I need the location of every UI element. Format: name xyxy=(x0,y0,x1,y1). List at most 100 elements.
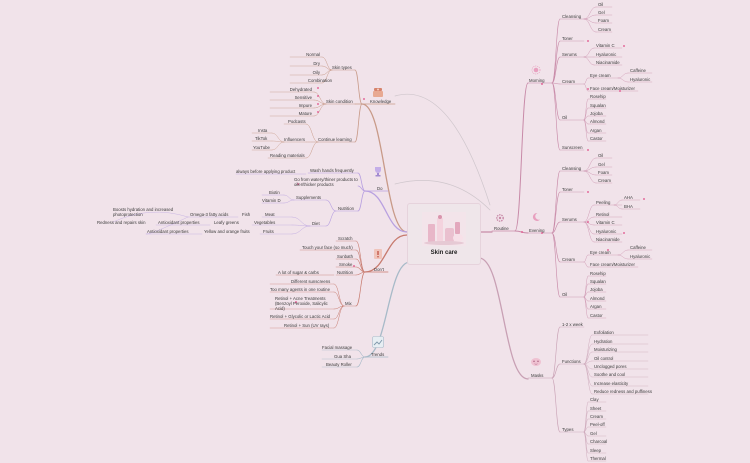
node-function-oil-control[interactable]: Oil control xyxy=(594,356,614,361)
node-evening-oil-castor[interactable]: Castor xyxy=(590,313,603,318)
node-skin-condition[interactable]: Skin condition xyxy=(326,99,353,104)
node-evening-face-cream[interactable]: Face cream/Moisturizer xyxy=(590,262,635,267)
node-diet-antioxidant-2[interactable]: Antioxidant properties xyxy=(147,229,189,234)
node-type-gel[interactable]: Gel xyxy=(590,431,597,436)
node-evening-retinol[interactable]: Retinol xyxy=(596,212,610,217)
node-morning-oil-argan[interactable]: Argan xyxy=(590,128,602,133)
node-diet-redness[interactable]: Redness and repairs skin xyxy=(97,220,146,225)
node-supplement-vitamin-d[interactable]: Vitamin D xyxy=(262,198,281,203)
node-evening-oil-jojoba[interactable]: Jojoba xyxy=(590,287,603,292)
node-diet-fish[interactable]: Fish xyxy=(242,212,251,217)
node-dont-mix[interactable]: Mix xyxy=(345,301,352,306)
node-type-sheet[interactable]: Sheet xyxy=(590,406,602,411)
node-evening-hyaluronic[interactable]: Hyaluronic xyxy=(596,229,617,234)
node-masks-functions[interactable]: Functions xyxy=(562,359,581,364)
node-type-peel-off[interactable]: Peel-off xyxy=(590,422,605,427)
node-influencer-insta[interactable]: Insta xyxy=(258,128,268,133)
node-morning-cleansing-foam[interactable]: Foam xyxy=(598,18,609,23)
node-morning-oil[interactable]: Oil xyxy=(562,115,568,120)
node-morning-toner[interactable]: Toner xyxy=(562,36,573,41)
node-do-nutrition[interactable]: Nutrition xyxy=(338,206,355,211)
node-morning-eye-cream[interactable]: Eye cream xyxy=(590,73,611,78)
node-diet-omega[interactable]: Omega-3 fatty acids xyxy=(190,212,229,217)
node-masks-types[interactable]: Types xyxy=(562,427,574,432)
node-morning-cleansing[interactable]: Cleansing xyxy=(562,14,582,19)
node-dont-sugar[interactable]: A lot of sugar & carbs xyxy=(278,270,319,275)
node-skin-type-normal[interactable]: Normal xyxy=(306,52,320,57)
node-morning-sunscreen[interactable]: Sunscreen xyxy=(562,145,583,150)
node-trends[interactable]: Trends xyxy=(371,352,385,357)
node-morning-face-cream[interactable]: Face cream/Moisturizer xyxy=(590,86,635,91)
node-continue-learning[interactable]: Continue learning xyxy=(318,137,352,142)
node-morning[interactable]: Morning xyxy=(529,78,545,83)
node-evening-eye-cream[interactable]: Eye cream xyxy=(590,250,611,255)
node-function-redness[interactable]: Reduce redness and puffiness xyxy=(594,389,652,394)
node-morning-cleansing-gel[interactable]: Gel xyxy=(598,10,605,15)
node-type-cream[interactable]: Cream xyxy=(590,414,603,419)
node-function-exfoliation[interactable]: Exfoliation xyxy=(594,330,614,335)
node-morning-oil-squalan[interactable]: Squalan xyxy=(590,103,606,108)
node-morning-oil-almond[interactable]: Almond xyxy=(590,119,605,124)
node-dont-nutrition[interactable]: Nutrition xyxy=(337,270,354,275)
node-masks-frequency[interactable]: 1-2 x week xyxy=(562,322,583,327)
node-influencer-youtube[interactable]: YouTube xyxy=(253,145,270,150)
node-dont-touch-face[interactable]: Touch your face (so much) xyxy=(302,245,353,250)
node-type-charcoal[interactable]: Charcoal xyxy=(590,439,608,444)
node-diet-meat[interactable]: Meat xyxy=(265,212,275,217)
node-skin-type-combination[interactable]: Combination xyxy=(307,78,332,83)
node-dont-scratch[interactable]: Scratch xyxy=(338,236,353,241)
node-skin-type-dry[interactable]: Dry xyxy=(313,61,320,66)
node-skin-type-oily[interactable]: Oily xyxy=(312,70,320,75)
node-masks[interactable]: Masks xyxy=(531,373,544,378)
node-mix-too-many[interactable]: Too many agents in one routine xyxy=(270,287,330,292)
node-morning-caffeine[interactable]: Caffeine xyxy=(630,68,646,73)
node-evening-oil-argan[interactable]: Argan xyxy=(590,304,602,309)
node-diet-vegetables[interactable]: Vegetables xyxy=(254,220,276,225)
node-evening-cleansing-gel[interactable]: Gel xyxy=(598,162,605,167)
node-do[interactable]: Do xyxy=(377,186,383,191)
node-diet-antioxidant[interactable]: Antioxidant properties xyxy=(158,220,200,225)
node-evening-cream[interactable]: Cream xyxy=(562,257,575,262)
node-diet-yellow[interactable]: Yellow and orange fruits xyxy=(204,229,250,234)
node-morning-serum-vitc[interactable]: Vitamin C xyxy=(596,43,615,48)
node-function-moisturizing[interactable]: Moisturizing xyxy=(594,347,617,352)
node-evening-cleansing-foam[interactable]: Foam xyxy=(598,170,609,175)
node-evening-serums[interactable]: Serums xyxy=(562,217,577,222)
node-morning-cleansing-oil[interactable]: Oil xyxy=(598,2,604,7)
node-influencer-tiktok[interactable]: TikTok xyxy=(255,136,268,141)
node-do-supplements[interactable]: Supplements xyxy=(296,195,322,200)
node-condition-sensitive[interactable]: Sensitive xyxy=(294,95,312,100)
node-podcasts[interactable]: Podcasts xyxy=(288,119,306,124)
node-morning-serum-hyaluronic[interactable]: Hyaluronic xyxy=(596,52,617,57)
node-condition-mature[interactable]: Mature xyxy=(298,111,312,116)
node-evening-toner[interactable]: Toner xyxy=(562,187,573,192)
node-evening-oil-almond[interactable]: Almond xyxy=(590,296,605,301)
node-evening-oil[interactable]: Oil xyxy=(562,292,568,297)
node-dont-sunbath[interactable]: Sunbath xyxy=(337,254,354,259)
node-morning-cleansing-cream[interactable]: Cream xyxy=(598,27,611,32)
node-evening-cleansing[interactable]: Cleansing xyxy=(562,166,582,171)
node-function-soothe[interactable]: Soothe and cool xyxy=(594,372,626,377)
node-mix-retinol-acne[interactable]: Retinol + Acne Treatments (Benzoyl Perox… xyxy=(275,296,328,311)
node-trend-gua-sha[interactable]: Gua Sha xyxy=(334,354,351,359)
node-trend-facial-massage[interactable]: Facial massage xyxy=(322,345,353,350)
node-dont[interactable]: Don't xyxy=(374,267,384,272)
node-diet-boosts[interactable]: Boosts hydration and increased photoprot… xyxy=(113,207,174,217)
node-mix-retinol-sun[interactable]: Retinol + Sun (UV rays) xyxy=(284,323,330,328)
node-mix-sunscreens[interactable]: Different sunscreens xyxy=(291,279,331,284)
node-supplement-biotin[interactable]: Biotin xyxy=(269,190,280,195)
node-mix-retinol-glycolic[interactable]: Retinol + Glycolic or Lactic Acid xyxy=(270,314,331,319)
node-evening-vitc[interactable]: Vitamin C xyxy=(596,220,615,225)
node-dont-smoke[interactable]: Smoke xyxy=(339,262,353,267)
node-evening-niacinamide[interactable]: Niacinamide xyxy=(596,237,620,242)
node-evening-hyaluronic-eye[interactable]: Hyaluronic xyxy=(630,254,651,259)
node-morning-cream[interactable]: Cream xyxy=(562,79,575,84)
node-evening-oil-rosehip[interactable]: Rosehip xyxy=(590,271,606,276)
node-evening-aha[interactable]: AHA xyxy=(624,195,633,200)
node-morning-hyaluronic-eye[interactable]: Hyaluronic xyxy=(630,77,651,82)
node-function-elasticity[interactable]: Increase elasticity xyxy=(594,381,629,386)
node-trend-beauty-roller[interactable]: Beauty Roller xyxy=(326,362,352,367)
node-morning-oil-castor[interactable]: Castor xyxy=(590,136,603,141)
node-do-go-from[interactable]: Go from watery/thiner products to oiler/… xyxy=(294,177,358,187)
node-condition-impure[interactable]: Impure xyxy=(298,103,312,108)
